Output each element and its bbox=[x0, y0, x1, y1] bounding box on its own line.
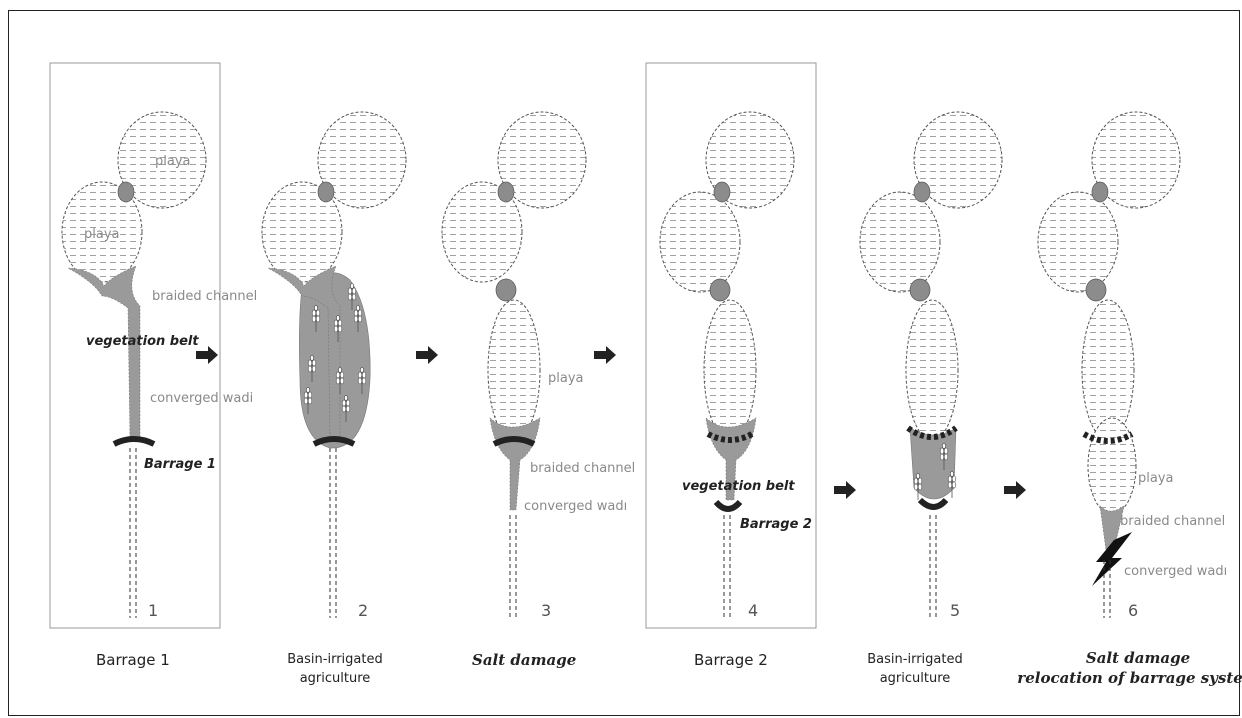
playa-connector bbox=[914, 182, 930, 202]
playa-connector bbox=[1086, 279, 1106, 301]
label-converged-wadi: converged wadı bbox=[524, 499, 627, 514]
playa-connector bbox=[710, 279, 730, 301]
playa-lower bbox=[1038, 192, 1118, 292]
barrage-1 bbox=[114, 439, 154, 444]
panel-caption: Barrage 1 bbox=[96, 651, 170, 669]
label-barrage-1: Barrage 1 bbox=[144, 457, 216, 472]
panel-number: 4 bbox=[748, 601, 758, 620]
arrow-3-4 bbox=[594, 346, 616, 364]
barrage bbox=[920, 500, 946, 507]
label-playa-upper: playa bbox=[155, 154, 191, 169]
playa-new bbox=[488, 300, 540, 440]
playa-new bbox=[906, 300, 958, 440]
panel-caption-line-2: relocation of barrage system bbox=[1017, 669, 1242, 687]
playa-connector bbox=[318, 182, 334, 202]
playa-connector bbox=[498, 182, 514, 202]
barrage-2 bbox=[716, 502, 740, 509]
playa-connector bbox=[910, 279, 930, 301]
panel-caption: Barrage 2 bbox=[694, 651, 768, 669]
playa-connector bbox=[714, 182, 730, 202]
arrow-2-3 bbox=[416, 346, 438, 364]
label-playa-lower: playa bbox=[84, 227, 120, 242]
panel-number: 6 bbox=[1128, 601, 1138, 620]
playa-connector bbox=[1092, 182, 1108, 202]
arrow-5-6 bbox=[1004, 481, 1026, 499]
panel-caption-line-2: agriculture bbox=[880, 671, 951, 686]
panel-5: 5 Basin-irrigated agriculture bbox=[860, 112, 1002, 686]
panel-2: 2 Basin-irrigated agriculture bbox=[262, 112, 406, 686]
panel-caption-line-1: Salt damage bbox=[1086, 649, 1190, 667]
label-converged-wadi: converged wadi bbox=[150, 391, 253, 406]
label-braided-channel: braided channel bbox=[1120, 514, 1225, 529]
panel-caption-line-1: Basin-irrigated bbox=[287, 652, 382, 667]
playa-connector bbox=[496, 279, 516, 301]
arrow-1-2 bbox=[196, 346, 218, 364]
panel-number: 3 bbox=[541, 601, 551, 620]
playa-lower bbox=[660, 192, 740, 292]
label-braided-channel: braided channel bbox=[152, 289, 257, 304]
playa-lower bbox=[860, 192, 940, 292]
panel-number: 1 bbox=[148, 601, 158, 620]
label-playa: playa bbox=[548, 371, 584, 386]
playa-connector bbox=[118, 182, 134, 202]
panel-caption-line-1: Basin-irrigated bbox=[867, 652, 962, 667]
panel-6: playa braided channel converged wadı 6 S… bbox=[1017, 112, 1242, 687]
playa-new bbox=[704, 300, 756, 440]
braided-channel bbox=[68, 266, 140, 440]
panel-1: playa playa braided channel vegetation b… bbox=[50, 63, 257, 669]
label-braided-channel: braided channel bbox=[530, 461, 635, 476]
label-barrage-2: Barrage 2 bbox=[740, 517, 812, 532]
panel-3: playa braided channel converged wadı 3 S… bbox=[442, 112, 635, 669]
arrow-4-5 bbox=[834, 481, 856, 499]
panel-caption: Salt damage bbox=[472, 651, 576, 669]
label-vegetation-belt: vegetation belt bbox=[682, 479, 795, 494]
panel-number: 2 bbox=[358, 601, 368, 620]
playa-new-2 bbox=[1088, 418, 1136, 514]
panel-caption-line-2: agriculture bbox=[300, 671, 371, 686]
label-vegetation-belt: vegetation belt bbox=[86, 334, 199, 349]
panel-number: 5 bbox=[950, 601, 960, 620]
label-converged-wadi: converged wadı bbox=[1124, 564, 1227, 579]
panel-4: vegetation belt Barrage 2 4 Barrage 2 bbox=[646, 63, 816, 669]
label-playa: playa bbox=[1138, 471, 1174, 486]
